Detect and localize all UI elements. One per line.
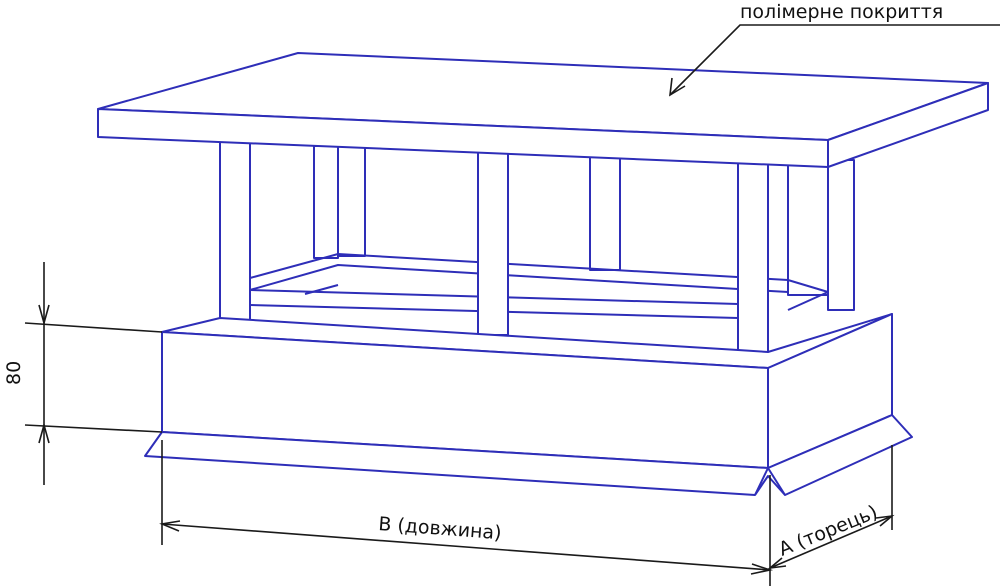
dimensions — [24, 24, 1000, 586]
base-box — [161, 313, 893, 469]
roof — [97, 52, 989, 168]
coating-label: полімерне покриття — [740, 1, 943, 23]
posts — [219, 139, 855, 353]
height-dimension-label: 80 — [3, 361, 25, 385]
flashing — [144, 414, 913, 496]
end-dimension-label: A (торець) — [776, 501, 881, 561]
length-dimension-label: B (довжина) — [378, 513, 503, 544]
